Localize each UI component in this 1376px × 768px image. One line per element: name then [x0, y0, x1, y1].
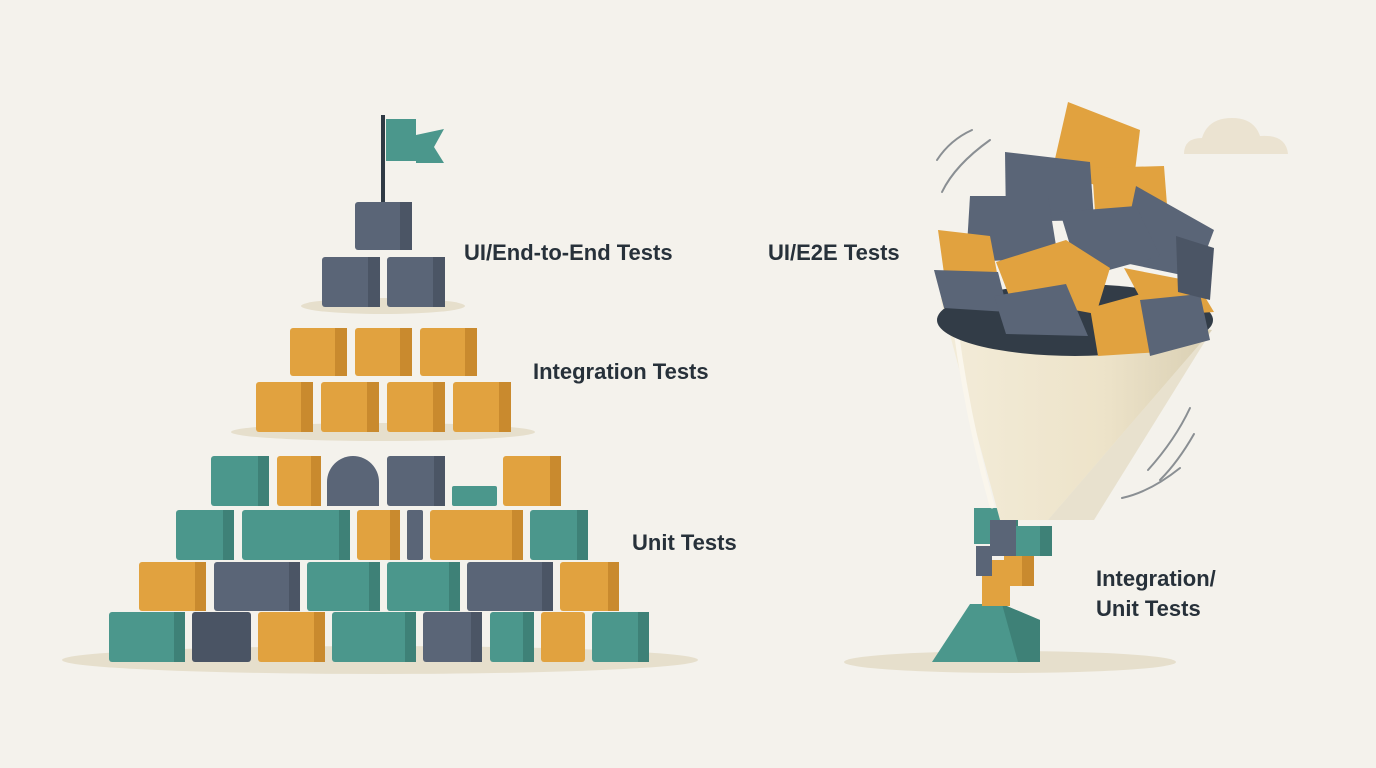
block	[256, 382, 313, 432]
cone-body	[940, 298, 1212, 520]
pyramid-label-integration: Integration Tests	[533, 359, 709, 384]
pyramid-label-unit: Unit Tests	[632, 530, 737, 555]
cone-scoop-blocks	[934, 102, 1214, 356]
block	[994, 284, 1088, 336]
block	[976, 546, 992, 576]
pyramid-tier-integration	[256, 328, 511, 432]
block	[452, 486, 497, 506]
arch-block	[327, 456, 379, 506]
block	[332, 612, 416, 662]
block	[322, 257, 380, 307]
block	[176, 510, 234, 560]
block	[530, 510, 588, 560]
block	[990, 520, 1016, 556]
block	[242, 510, 350, 560]
block	[192, 612, 251, 662]
block	[420, 328, 477, 376]
motion-lines	[936, 129, 1195, 499]
pyramid-tier-unit	[109, 456, 649, 662]
block	[560, 562, 619, 611]
block	[387, 382, 445, 432]
block	[387, 257, 445, 307]
block	[430, 510, 523, 560]
block	[934, 270, 1008, 312]
block	[541, 612, 585, 662]
pyramid-tier-ui-e2e	[322, 202, 445, 307]
block	[467, 562, 553, 611]
block	[307, 562, 380, 611]
cone-label-integration-unit: Integration/ Unit Tests	[1096, 564, 1216, 624]
block	[387, 456, 445, 506]
block	[355, 202, 412, 250]
cone-stem-blocks	[974, 508, 1052, 606]
test-pyramid	[62, 115, 698, 674]
cloud-icon	[1184, 118, 1288, 154]
cone-label-ui-e2e: UI/E2E Tests	[768, 240, 900, 265]
block	[1140, 294, 1210, 356]
block	[277, 456, 321, 506]
block	[355, 328, 412, 376]
pyramid-label-ui-e2e: UI/End-to-End Tests	[464, 240, 673, 265]
block	[592, 612, 649, 662]
block	[503, 456, 561, 506]
block	[139, 562, 206, 611]
cone-label-line-2: Unit Tests	[1096, 596, 1201, 621]
block	[407, 510, 423, 560]
block	[211, 456, 269, 506]
block	[290, 328, 347, 376]
ice-cream-cone-anti-pattern	[844, 102, 1288, 673]
block	[453, 382, 511, 432]
cone-label-line-1: Integration/	[1096, 566, 1216, 591]
block	[214, 562, 300, 611]
block	[423, 612, 482, 662]
block	[1176, 236, 1214, 300]
block	[258, 612, 325, 662]
block	[109, 612, 185, 662]
block	[387, 562, 460, 611]
block	[321, 382, 379, 432]
block	[357, 510, 400, 560]
flag-icon	[381, 115, 444, 203]
